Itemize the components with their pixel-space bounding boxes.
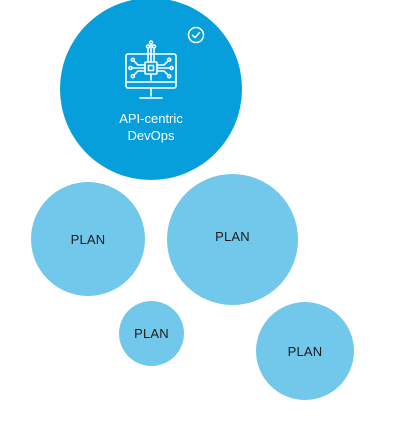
plan-bubble-label: PLAN	[215, 229, 250, 244]
plan-bubble-label: PLAN	[70, 231, 106, 247]
selected-bubble-label-line2: DevOps	[127, 128, 175, 143]
selected-bubble-label: API-centric DevOps	[119, 110, 183, 144]
plan-bubble-label: PLAN	[134, 326, 169, 341]
plan-bubble-4[interactable]: PLAN	[256, 302, 354, 400]
plan-bubble-1[interactable]: PLAN	[31, 182, 145, 296]
selected-bubble-label-line1: API-centric	[119, 111, 183, 126]
selected-bubble-api-centric-devops[interactable]: API-centric DevOps	[60, 0, 242, 180]
plan-bubble-2[interactable]: PLAN	[167, 174, 298, 305]
computer-chip-icon	[125, 40, 177, 99]
plan-bubble-label: PLAN	[287, 343, 323, 359]
plan-bubble-3[interactable]: PLAN	[119, 301, 184, 366]
check-circle-icon	[187, 26, 205, 44]
